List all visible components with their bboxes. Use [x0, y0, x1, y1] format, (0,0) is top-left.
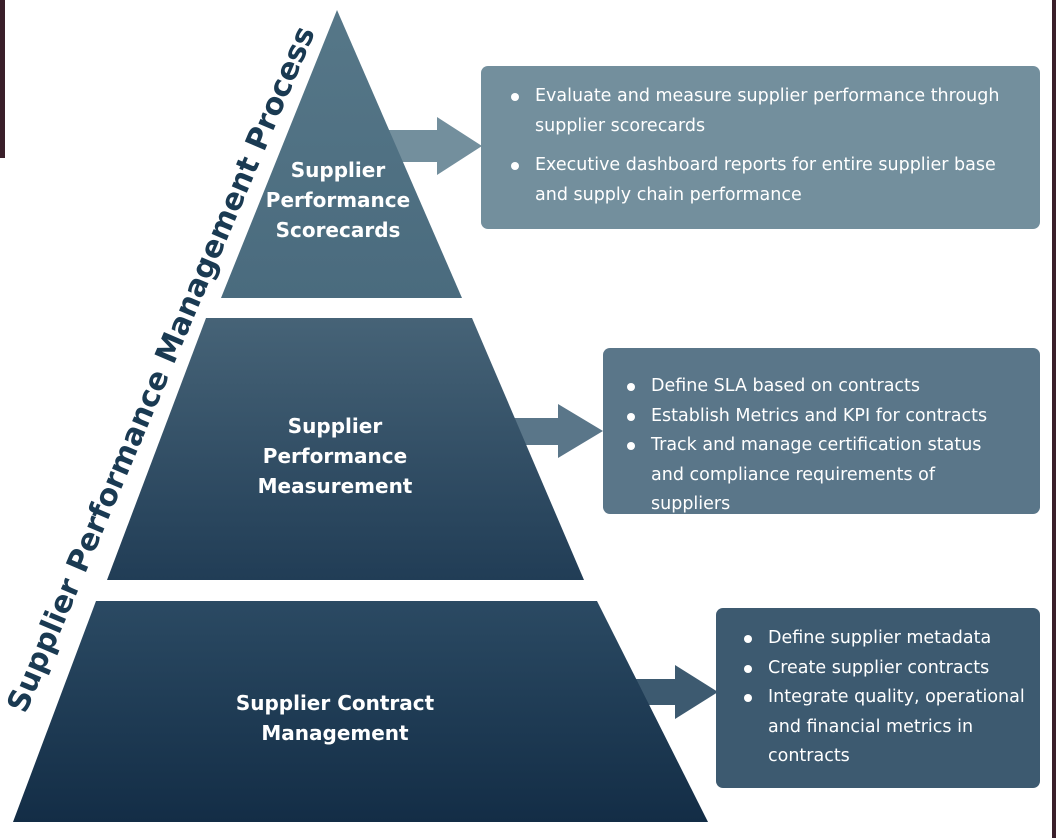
tier-label-line: Supplier [287, 414, 383, 438]
info-box-measurement: Define SLA based on contracts Establish … [603, 348, 1040, 514]
tier-scorecards [221, 10, 462, 298]
tier-label-contract-management: Supplier Contract Management [200, 688, 470, 748]
bullet-item: Define supplier metadata [738, 624, 1026, 654]
arrow-contract-management [620, 665, 718, 719]
tier-label-line: Performance [265, 188, 411, 212]
bullet-item: Track and manage certification status an… [621, 431, 1018, 520]
tier-label-measurement: Supplier Performance Measurement [225, 411, 445, 501]
arrow-scorecards [380, 117, 482, 175]
tier-contract-management [13, 601, 708, 822]
tier-label-line: Supplier [290, 158, 386, 182]
bullet-item: Integrate quality, operational and finan… [738, 683, 1026, 772]
tier-label-scorecards: Supplier Performance Scorecards [238, 155, 438, 245]
bullet-item: Executive dashboard reports for entire s… [505, 151, 1010, 210]
tier-label-line: Scorecards [275, 218, 401, 242]
left-edge-bar [0, 0, 5, 158]
tier-label-line: Measurement [257, 474, 413, 498]
tier-label-line: Performance [262, 444, 408, 468]
tier-label-line: Management [261, 721, 409, 745]
bullet-item: Establish Metrics and KPI for contracts [621, 402, 1018, 432]
tier-measurement [107, 318, 584, 580]
info-box-scorecards: Evaluate and measure supplier performanc… [481, 66, 1040, 229]
bullet-item: Evaluate and measure supplier performanc… [505, 82, 1010, 141]
bullet-item: Define SLA based on contracts [621, 372, 1018, 402]
right-edge-bar [1052, 0, 1056, 838]
tier-label-line: Supplier Contract [235, 691, 435, 715]
bullet-item: Create supplier contracts [738, 654, 1026, 684]
info-box-contract-management: Define supplier metadata Create supplier… [716, 608, 1040, 788]
